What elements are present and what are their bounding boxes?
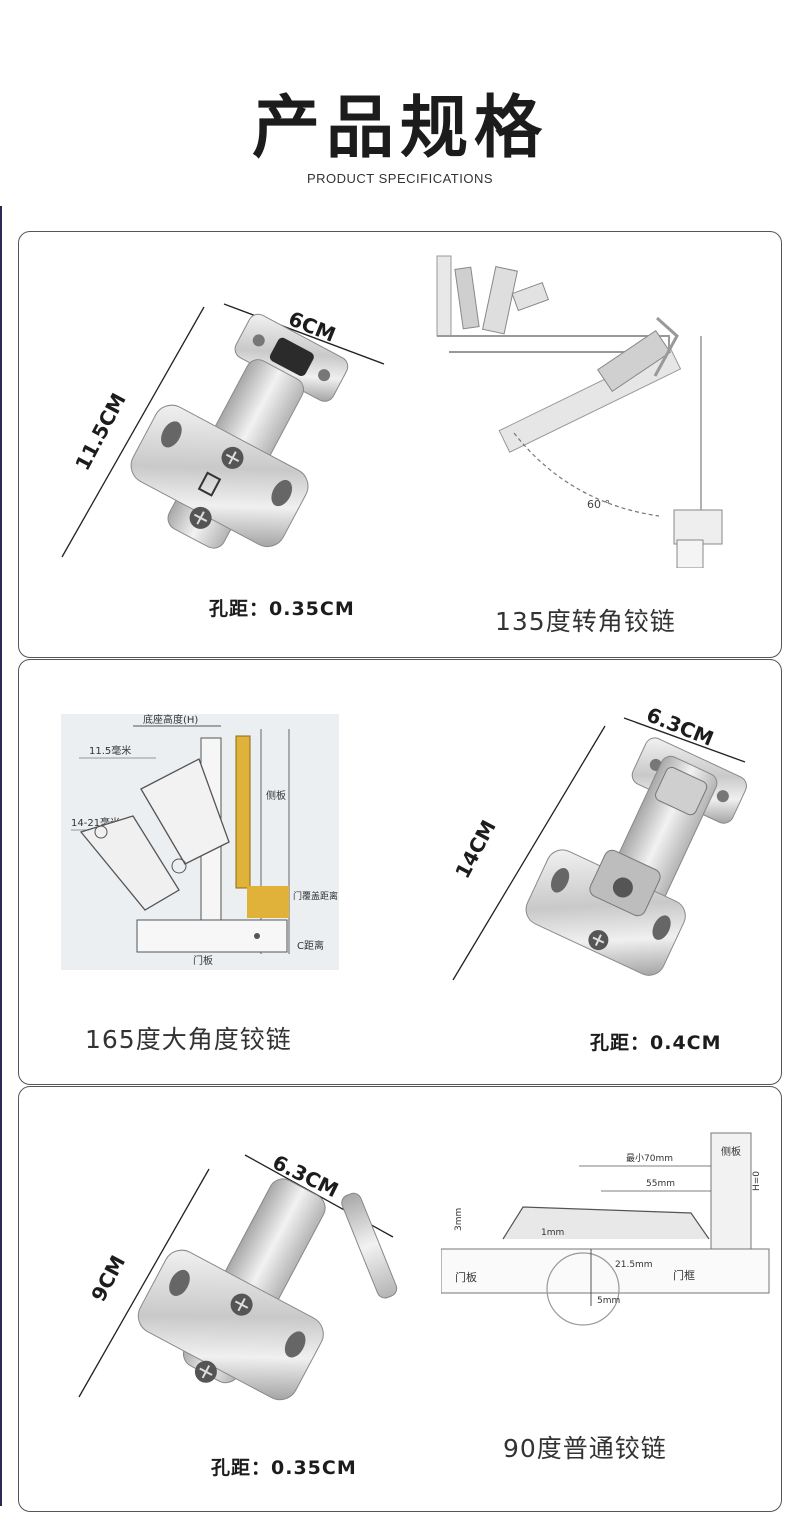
label-door-cover: 门覆盖距离	[293, 890, 338, 902]
label-55mm: 55mm	[646, 1179, 675, 1189]
dim-width-label: 6CM	[285, 306, 339, 346]
spec-card-90: 6.3CM 9CM 孔距：0.35CM 侧板 H=0 最小70mm 55mm 3…	[18, 1086, 782, 1512]
dimension-layer-1: 6CM 11.5CM	[70, 306, 339, 474]
product-name-165: 165度大角度铰链	[85, 1025, 292, 1054]
hole-spacing-label: 孔距：0.35CM	[211, 1457, 357, 1479]
diagram-angle-label: 60 °	[587, 498, 610, 511]
dim-width-label: 6.3CM	[643, 702, 717, 750]
spec-card-165: 底座高度(H) 11.5毫米 14-21毫米 侧板 门覆盖距离 C距离 门板 1…	[18, 659, 782, 1085]
dimension-layer-3: 6.3CM 9CM	[86, 1150, 342, 1305]
diagram-135-opening: 60 °	[436, 255, 723, 568]
side-accent-line	[0, 206, 2, 1506]
spec-card-135: 6CM 11.5CM 孔距：0.35CM 60 ° 135度转角铰链	[18, 231, 782, 658]
product-name-135: 135度转角铰链	[495, 607, 676, 636]
diagram-90-installation: 侧板 H=0 最小70mm 55mm 3mm 1mm 21.5mm 门板 门框 …	[441, 1132, 770, 1326]
product-name-90: 90度普通铰链	[503, 1434, 667, 1463]
page-subtitle: PRODUCT SPECIFICATIONS	[306, 171, 494, 186]
label-door-panel: 门板	[455, 1270, 477, 1284]
dim-height-label: 9CM	[86, 1251, 130, 1305]
label-5mm: 5mm	[597, 1296, 620, 1306]
label-21-5mm: 21.5mm	[615, 1260, 653, 1270]
label-h-zero: H=0	[752, 1171, 762, 1191]
label-door-frame: 门框	[673, 1268, 695, 1282]
label-min-70mm: 最小70mm	[626, 1153, 673, 1164]
hole-spacing-label: 孔距：0.4CM	[590, 1032, 722, 1054]
label-side-panel: 侧板	[721, 1145, 741, 1158]
label-c-distance: C距离	[297, 939, 324, 952]
dim-width-label: 6.3CM	[269, 1150, 342, 1202]
label-3mm: 3mm	[454, 1208, 464, 1231]
page-header: 产品规格 PRODUCT SPECIFICATIONS	[0, 0, 800, 215]
label-11-5mm: 11.5毫米	[89, 744, 131, 757]
hinge-photo-135	[61, 303, 385, 558]
dim-height-label: 14CM	[450, 816, 500, 882]
page-title: 产品规格	[251, 89, 548, 168]
diagram-165-installation: 底座高度(H) 11.5毫米 14-21毫米 侧板 门覆盖距离 C距离 门板	[61, 714, 339, 970]
hole-spacing-label: 孔距：0.35CM	[209, 598, 355, 620]
hinge-photo-165	[452, 717, 747, 981]
dimension-layer-2: 6.3CM 14CM	[450, 702, 717, 882]
label-base-height: 底座高度(H)	[143, 714, 198, 726]
label-side-panel: 侧板	[266, 789, 286, 802]
label-door-panel: 门板	[193, 954, 213, 967]
dim-height-label: 11.5CM	[70, 389, 131, 474]
label-1mm: 1mm	[541, 1228, 564, 1238]
hinge-photo-90	[78, 1154, 398, 1401]
